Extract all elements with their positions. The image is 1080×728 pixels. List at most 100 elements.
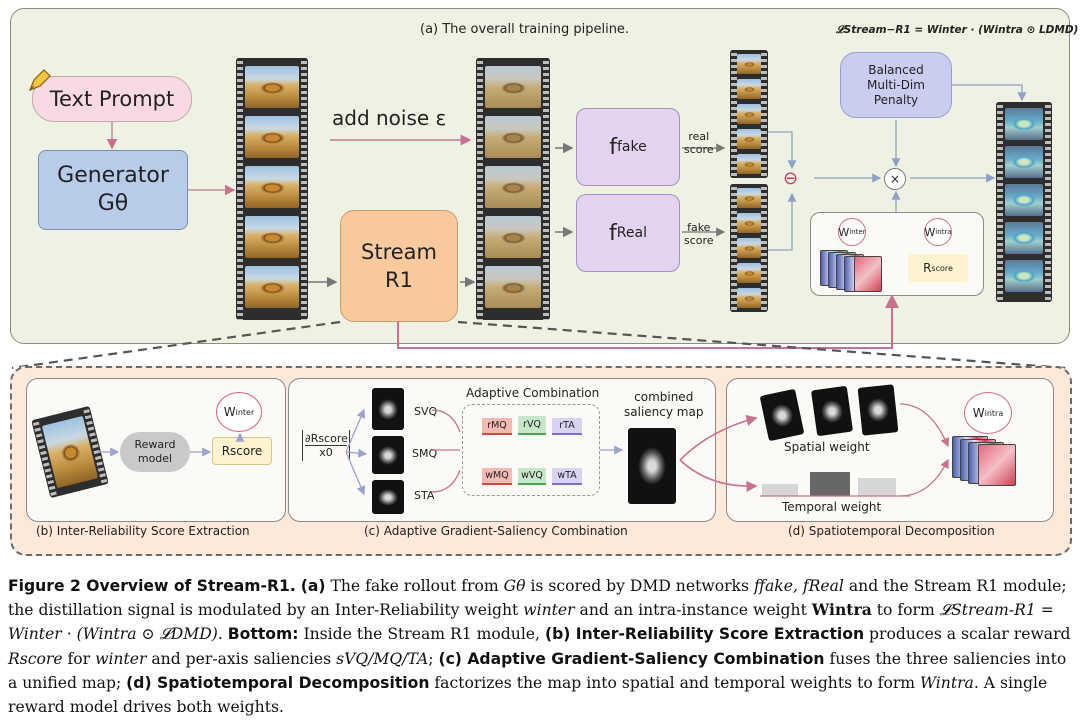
gradient-numerator: ∂Rscore (305, 432, 348, 446)
combined-saliency-map (628, 428, 676, 504)
caption-math: winter (95, 649, 147, 668)
caption-text: and the Stream R1 module; the distillati… (8, 577, 1067, 620)
w-mq-chip: wMQ (482, 468, 512, 485)
caption-text: . A single reward model drives both weig… (8, 673, 1048, 717)
caption-math: Gθ (503, 577, 526, 595)
add-noise-label: add noise ε (332, 106, 447, 130)
spatial-weight-label: Spatial weight (784, 440, 870, 454)
generator-label: Generator (57, 163, 169, 188)
video-frame (737, 129, 761, 149)
caption-text: to form (871, 601, 940, 620)
caption-text: and an intra-instance weight (574, 601, 812, 620)
video-frame (737, 188, 761, 208)
caption-math: winter (523, 601, 575, 620)
caption-math: Wintra (920, 673, 974, 692)
temporal-bar-3 (858, 478, 896, 496)
caption-text: is scored by DMD networks (525, 577, 754, 595)
video-frame (737, 263, 761, 283)
caption-text: fuses the three saliencies into a unifie… (8, 649, 1067, 692)
s-ta-label: STA (414, 489, 435, 502)
caption-text: ; (428, 649, 439, 668)
generated-video-strip (236, 58, 308, 320)
video-frame (485, 166, 541, 208)
generator-box: Generator Gθ (38, 150, 188, 230)
w-vq-chip: wVQ (518, 468, 546, 485)
caption-math: ffake, fReal (753, 577, 844, 595)
video-frame (245, 66, 299, 108)
minus-operator: ⊖ (783, 168, 799, 189)
caption-math: Rscore (8, 649, 63, 668)
video-frame (737, 154, 761, 174)
pencil-icon (28, 69, 51, 92)
gradient-expression: ∂Rscore x0 (302, 430, 350, 461)
panel-d-caption: (d) Spatiotemporal Decomposition (788, 524, 995, 538)
caption-math: 𝓛Stream-R1 = Winter · (Wintra ⊙ 𝓛DMD) (8, 601, 1054, 644)
heatmap-frame (1005, 222, 1043, 254)
caption-bold: (c) Adaptive Gradient-Saliency Combinati… (438, 649, 825, 668)
caption-a-label: (a) (300, 577, 326, 595)
caption-text: and per-axis saliencies (146, 649, 337, 668)
caption-text: . (217, 625, 228, 644)
noisy-video-strip (476, 58, 550, 320)
temporal-weight-label: Temporal weight (782, 500, 882, 514)
s-vq-label: SVQ (414, 405, 438, 418)
f-real-label: f (609, 220, 617, 246)
pipeline-arrows (11, 84, 1067, 370)
combined-saliency-label: combined saliency map (624, 390, 704, 419)
w-ta-chip: wTA (552, 468, 582, 485)
detail-arrows (98, 403, 950, 497)
video-frame (737, 238, 761, 258)
caption-bold: Bottom: (227, 625, 299, 644)
caption-math: sVQ/MQ/TA (336, 649, 429, 668)
adaptive-combination-title: Adaptive Combination (466, 386, 600, 400)
panel-c-caption: (c) Adaptive Gradient-Saliency Combinati… (364, 524, 628, 538)
heatmap-frame (1005, 184, 1043, 216)
s-mq-label: SMQ (412, 447, 438, 460)
caption-text: factorizes the map into spatial and temp… (429, 673, 921, 692)
video-frame (737, 213, 761, 233)
real-score-strip (730, 50, 768, 178)
text-prompt-box: Text Prompt (32, 76, 192, 122)
fake-score-label: fake score (684, 221, 714, 247)
caption-text: produces a scalar reward (864, 625, 1071, 644)
caption-text: for (62, 649, 96, 668)
gradient-denominator: x0 (319, 446, 333, 459)
real-score-label: real score (684, 130, 714, 156)
video-frame (485, 266, 541, 308)
f-real-sub: Real (616, 225, 647, 241)
r-ta-chip: rTA (552, 418, 582, 435)
heatmap-frame (1005, 146, 1043, 178)
output-weight-strip (996, 102, 1052, 302)
fake-score-strip (730, 184, 768, 312)
stream-r1-box: Stream R1 (340, 210, 458, 322)
temporal-bar-1 (762, 484, 798, 496)
caption-text: Inside the Stream R1 module, (298, 625, 545, 644)
caption-math: Wintra (811, 600, 872, 620)
caption-fig: Figure 2 Overview of Stream-R1. (8, 577, 296, 595)
loss-formula: 𝓛Stream−R1 = Winter · (Wintra ⊙ LDMD) (836, 24, 1079, 36)
temporal-bar-2 (810, 472, 850, 496)
video-frame (485, 66, 541, 108)
saliency-mq (372, 436, 404, 474)
video-frame (737, 54, 761, 74)
f-fake-sub: fake (617, 139, 647, 155)
video-frame (485, 116, 541, 158)
caption-bold: (d) Spatiotemporal Decomposition (126, 673, 430, 692)
f-fake-label: f (609, 134, 617, 160)
video-frame (245, 116, 299, 158)
r-vq-chip: rVQ (518, 416, 546, 435)
saliency-vq (372, 388, 404, 430)
video-frame (485, 216, 541, 258)
video-frame (737, 79, 761, 99)
video-frame (245, 266, 299, 308)
adaptive-combination-box (462, 404, 600, 496)
heatmap-frame (1005, 108, 1043, 140)
multiply-operator: × (884, 168, 906, 190)
